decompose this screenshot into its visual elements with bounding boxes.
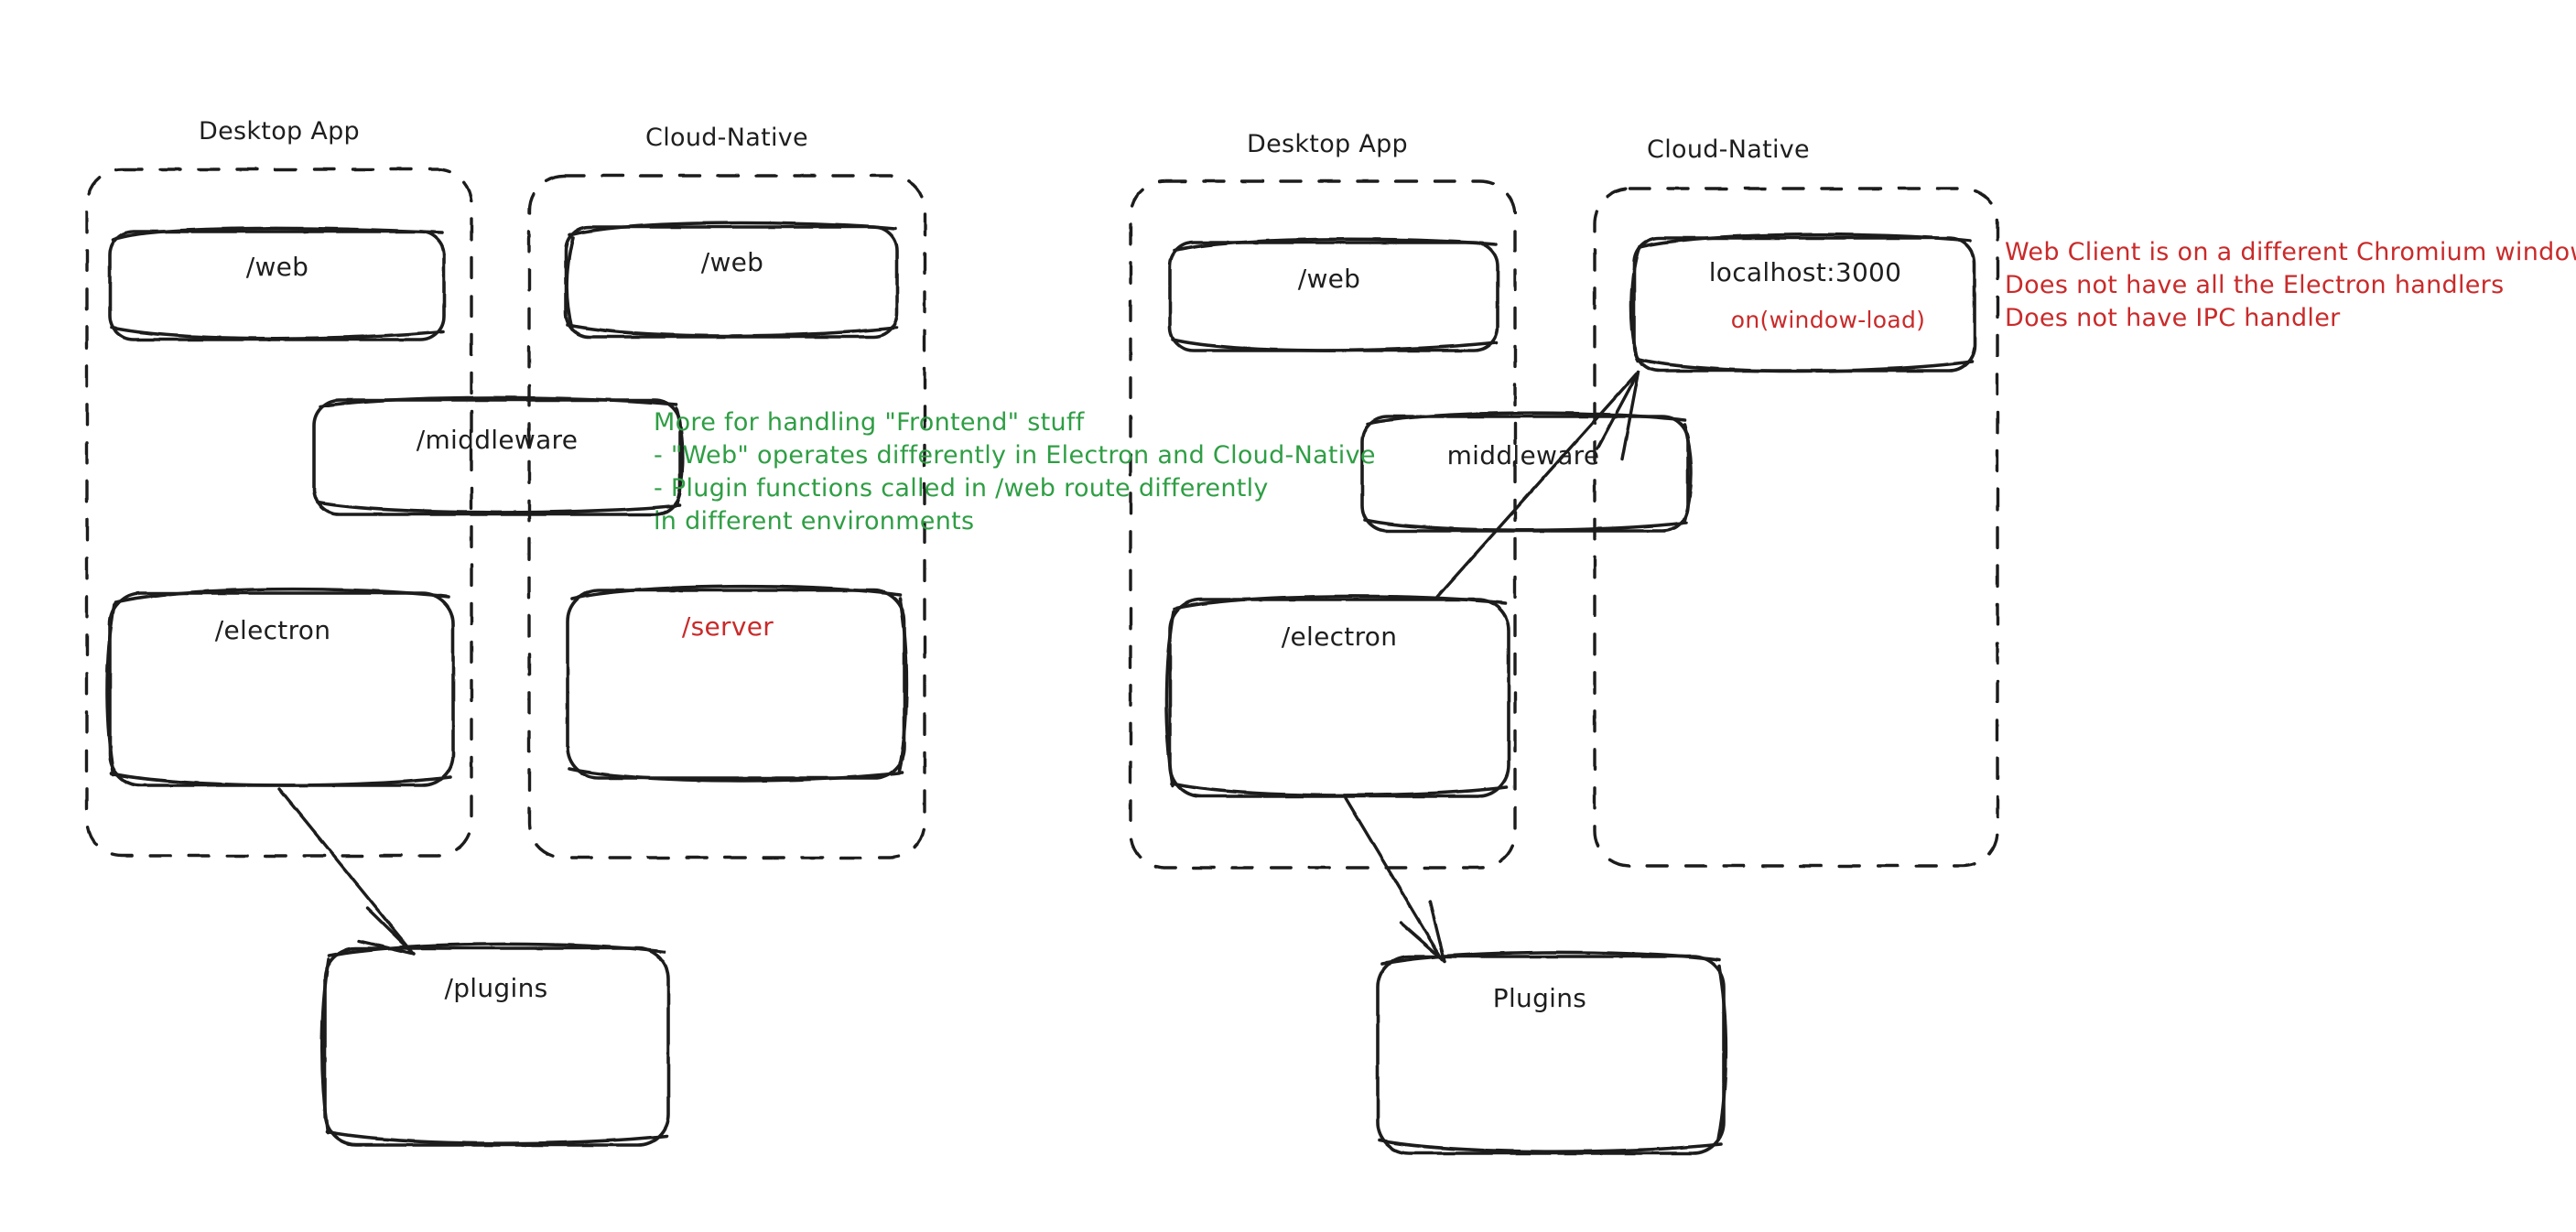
node-outline-left-cloud-web: [564, 221, 899, 339]
annotation-green-line-3: - Plugin functions called in /web route …: [654, 473, 1269, 503]
node-outline-left-desktop-web: [108, 226, 446, 341]
node-outline-left-electron: [105, 587, 455, 787]
node-outline-right-localhost: [1629, 232, 1976, 373]
annotation-red-line-3: Does not have IPC handler: [2005, 303, 2341, 332]
arrow-left-electron-plugins: [277, 787, 416, 956]
arrow-right-electron-localhost: [1435, 370, 1640, 599]
annotation-red-line-1: Web Client is on a different Chromium wi…: [2005, 238, 2576, 266]
node-outline-right-plugins: [1376, 950, 1728, 1155]
annotation-green-line-2: - "Web" operates differently in Electron…: [654, 440, 1376, 470]
node-outline-right-electron: [1164, 594, 1510, 798]
annotation-green: More for handling "Frontend" stuff - "We…: [654, 406, 1376, 538]
group-outline-right-desktop: [1129, 179, 1517, 870]
annotation-green-line-1: More for handling "Frontend" stuff: [654, 408, 1085, 437]
annotation-green-line-4: in different environments: [654, 506, 975, 535]
node-outline-right-middleware: [1360, 411, 1694, 533]
group-outline-left-desktop: [85, 168, 473, 858]
node-outline-left-middleware: [312, 395, 685, 516]
annotation-red-line-2: Does not have all the Electron handlers: [2005, 270, 2505, 299]
arrow-right-electron-plugins: [1344, 796, 1446, 963]
annotation-red: Web Client is on a different Chromium wi…: [2005, 236, 2576, 335]
node-outline-left-plugins: [319, 942, 670, 1147]
node-outline-left-server: [566, 584, 909, 783]
group-outline-left-cloud: [527, 174, 926, 859]
node-outline-right-desktop-web: [1168, 237, 1499, 352]
group-outline-right-cloud: [1593, 187, 1999, 868]
